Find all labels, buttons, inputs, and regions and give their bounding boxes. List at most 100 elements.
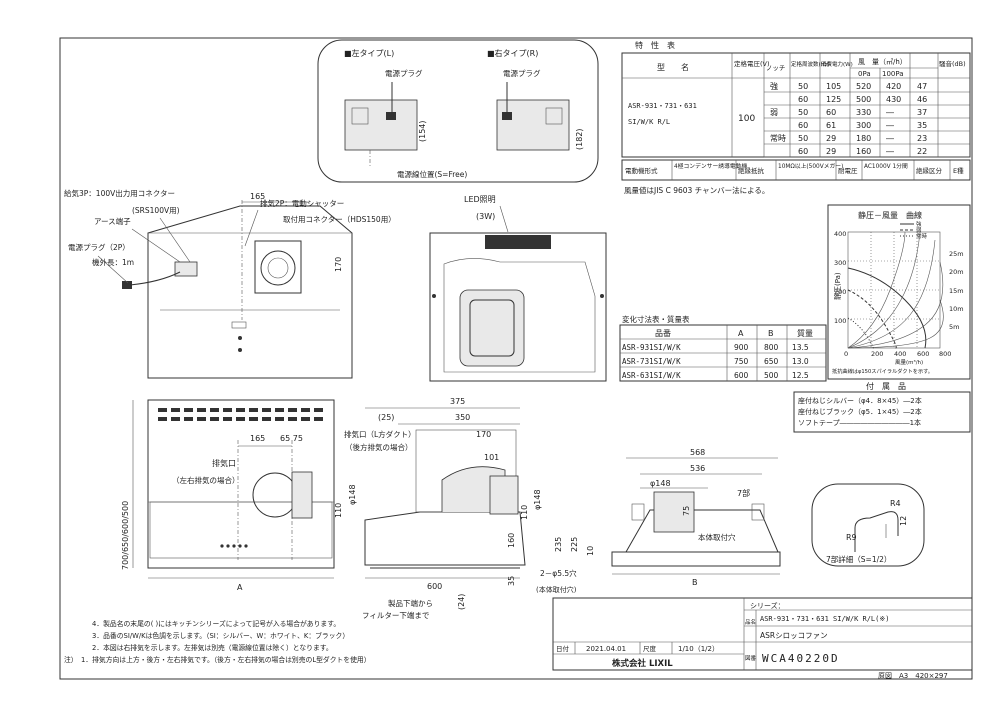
hdr-model: 型 名 xyxy=(657,62,689,72)
front-dim-a: A xyxy=(237,583,243,592)
tb-date: 2021.04.01 xyxy=(586,645,626,653)
spec-note: 風量値はJIS C 9603 チャンバー法による。 xyxy=(624,185,769,195)
accessory-2: 座付ねじブラック（φ5．1×45）―2本 xyxy=(798,407,922,416)
duct-5m: 5m xyxy=(949,323,959,331)
ytick-400: 400 xyxy=(834,230,846,238)
spec-cell-a0: 500 xyxy=(856,95,871,104)
mount-dim-225: 225 xyxy=(570,537,579,552)
right-type-title: ■右タイプ(R) xyxy=(487,48,538,58)
variant-cell: ASR-931SI/W/K xyxy=(622,343,681,352)
side-bottom-lbl2: フィルター下端まで xyxy=(362,610,429,620)
spec-cell-hz: 50 xyxy=(798,82,808,91)
spec-cell-hz: 60 xyxy=(798,95,808,104)
mounting-view: 568 536 φ148 75 7部 本体取付穴 235 225 10 B 2－… xyxy=(536,448,781,594)
lbl-exhaust2: 取付用コネクター（HDS150用） xyxy=(283,214,396,224)
tb-name: ASRシロッコファン xyxy=(760,631,828,640)
spec-cell-a0: 300 xyxy=(856,121,871,130)
detail-r9: R9 xyxy=(846,533,857,542)
variant-cell: 800 xyxy=(764,343,779,352)
side-dim-170: 170 xyxy=(476,430,491,439)
side-dim-24: (24) xyxy=(457,594,466,610)
top-dim-170: 170 xyxy=(334,257,343,272)
side-dim-350: 350 xyxy=(455,413,470,422)
lbl-supply: 給気3P：100V出力用コネクター xyxy=(64,188,175,198)
tb-drawing-label: 図番 xyxy=(745,655,757,662)
lbl-cord: 機外長：1m xyxy=(92,257,134,267)
variant-cell: ASR-731SI/W/K xyxy=(622,357,681,366)
legend-strong: 強 xyxy=(916,220,922,228)
duct-10m: 10m xyxy=(949,305,964,313)
spec-cell-db: 47 xyxy=(917,82,927,91)
spec-cell-a100: ― xyxy=(886,147,894,156)
detail-caption: 7部詳細（S=1/2） xyxy=(826,554,891,564)
curve-xlabel: 風量(m³/h) xyxy=(895,359,923,366)
led-label2: (3W) xyxy=(476,212,495,221)
tb-company: 株式会社 LIXIL xyxy=(612,658,673,669)
spec-cell-hz: 50 xyxy=(798,134,808,143)
variant-cell: 13.0 xyxy=(792,357,809,366)
side-dim-35: 35 xyxy=(507,576,516,586)
side-dim-101: 101 xyxy=(484,453,499,462)
insul-label: 絶縁抵抗 xyxy=(738,166,765,175)
front-dim-110: 110 xyxy=(334,503,343,518)
tb-scale-label: 尺度 xyxy=(643,644,657,653)
spec-cell-w: 125 xyxy=(826,95,841,104)
class-label: 絶縁区分 xyxy=(916,166,943,175)
mount-dim-235: 235 xyxy=(554,537,563,552)
tb-drawing-no: WCA40220D xyxy=(762,652,840,665)
front-outlet: 排気口 xyxy=(212,458,236,468)
side-dim-25: (25) xyxy=(378,413,394,422)
spec-cell-db: 22 xyxy=(917,147,927,156)
side-dim-375: 375 xyxy=(450,397,465,406)
variant-hdr-mass: 質量 xyxy=(797,328,813,338)
lbl-plug: 電源プラグ（2P） xyxy=(68,242,130,252)
power-option-panel: ■左タイプ(L) ■右タイプ(R) 電源プラグ 電源プラグ (154) (182… xyxy=(317,39,599,183)
led-view: LED照明 (3W) xyxy=(429,195,607,382)
spec-cell-notch: 強 xyxy=(770,81,778,91)
hdr-noise: 騒音(dB) xyxy=(939,59,966,68)
spec-cell-a100: ― xyxy=(886,121,894,130)
top-dim-165: 165 xyxy=(250,192,265,201)
spec-cell-db: 46 xyxy=(917,95,927,104)
spec-cell-a0: 330 xyxy=(856,108,871,117)
spec-cell-db: 35 xyxy=(917,121,927,130)
front-outlet2: （左右排気の場合） xyxy=(172,475,240,485)
detail-7: R4 R9 12 7部詳細（S=1/2） xyxy=(811,483,925,567)
motor-value: 4極コンデンサー誘導電動機 xyxy=(674,162,747,170)
spec-cell-w: 105 xyxy=(826,82,841,91)
curve-note: 抵抗曲線はφ150スパイラルダクトを示す。 xyxy=(832,367,933,375)
tb-date-label: 日付 xyxy=(556,644,570,653)
mount-dim-568: 568 xyxy=(690,448,705,457)
variant-cell: 750 xyxy=(734,357,749,366)
hdr-voltage: 定格電圧(V) xyxy=(734,59,770,68)
spec-cell-a100: 420 xyxy=(886,82,901,91)
left-dim: (154) xyxy=(418,120,427,142)
variant-hdr-code: 品番 xyxy=(655,328,671,338)
xtick-200: 200 xyxy=(871,350,883,358)
xtick-800: 800 xyxy=(939,350,951,358)
spec-cell-hz: 50 xyxy=(798,108,808,117)
xtick-600: 600 xyxy=(917,350,929,358)
note-2: 2．本図は右排気を示します。左排気は別売（電源線位置は除く）となります。 xyxy=(92,643,333,652)
variant-cell: 650 xyxy=(764,357,779,366)
spec-cell-db: 37 xyxy=(917,108,927,117)
spec-cell-w: 61 xyxy=(826,121,836,130)
insul-value: 10MΩ以上(500Vメガー) xyxy=(778,162,843,170)
top-view: 165 170 給気3P：100V出力用コネクター (SRS100V用) アース… xyxy=(64,188,396,379)
duct-25m: 25m xyxy=(949,250,964,258)
motor-label: 電動機形式 xyxy=(625,166,658,175)
spec-cell-notch: 常時 xyxy=(770,134,786,143)
spec-title: 特 性 表 xyxy=(635,40,675,50)
front-dim-height: 700/650/600/500 xyxy=(121,501,130,570)
xtick-400: 400 xyxy=(894,350,906,358)
legend-weak: 弱 xyxy=(916,227,922,234)
hdr-freq: 定格周波数(Hz) xyxy=(791,60,830,68)
variant-cell: 13.5 xyxy=(792,343,809,352)
spec-cell-a100: ― xyxy=(886,134,894,143)
detail-r4: R4 xyxy=(890,499,901,508)
side-bottom-lbl: 製品下端から xyxy=(388,598,433,608)
accessories: 付 属 品 座付ねじシルバー（φ4．8×45）―2本 座付ねじブラック（φ5．1… xyxy=(793,381,971,433)
tb-model-label: 品名 xyxy=(745,618,756,626)
